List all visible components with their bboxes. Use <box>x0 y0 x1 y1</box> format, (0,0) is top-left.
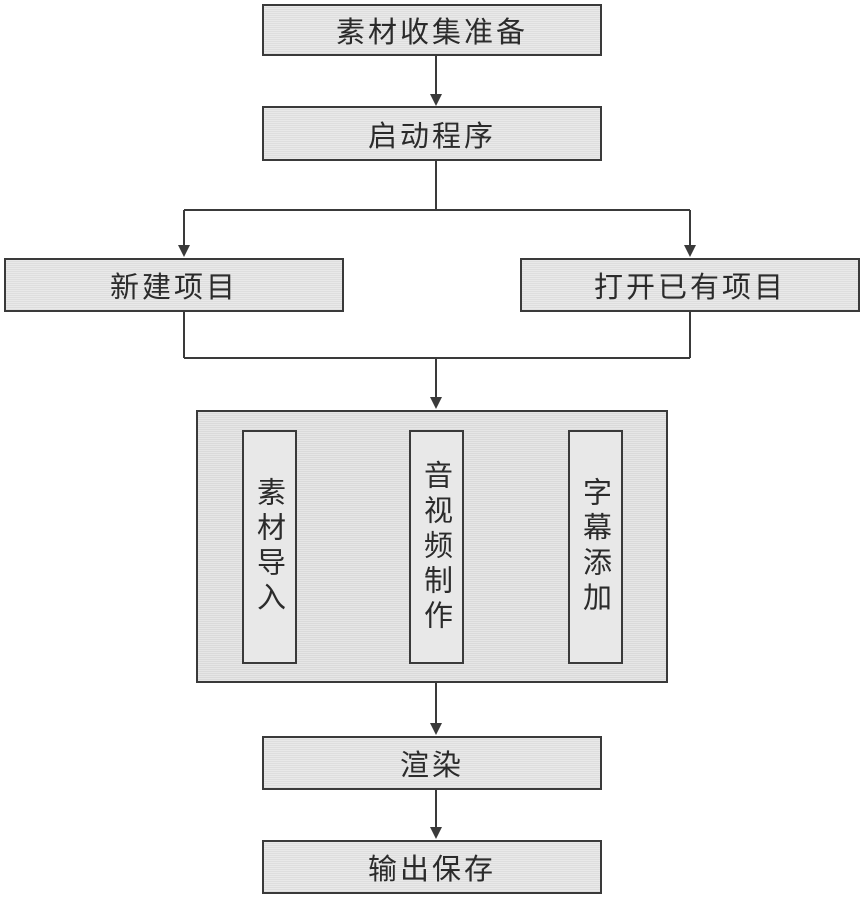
sub-step-av-production-label: 音视频制作 <box>419 459 454 635</box>
step-open-project-label: 打开已有项目 <box>593 270 786 304</box>
step-render-label: 渲染 <box>399 748 464 782</box>
step-prepare-label: 素材收集准备 <box>335 15 528 49</box>
step-save-label: 输出保存 <box>367 852 496 886</box>
step-launch-label: 启动程序 <box>367 118 496 153</box>
step-new-project-label: 新建项目 <box>109 270 238 304</box>
sub-step-subtitle: 字幕添加 <box>568 430 623 664</box>
sub-step-import-label: 素材导入 <box>252 477 287 617</box>
step-render: 渲染 <box>262 736 602 790</box>
step-new-project: 新建项目 <box>4 258 344 312</box>
sub-step-subtitle-label: 字幕添加 <box>578 477 613 617</box>
sub-step-av-production: 音视频制作 <box>409 430 464 664</box>
sub-step-import: 素材导入 <box>242 430 297 664</box>
step-launch: 启动程序 <box>262 106 602 161</box>
step-save: 输出保存 <box>262 840 602 894</box>
step-open-project: 打开已有项目 <box>520 258 860 312</box>
step-prepare: 素材收集准备 <box>262 4 602 56</box>
